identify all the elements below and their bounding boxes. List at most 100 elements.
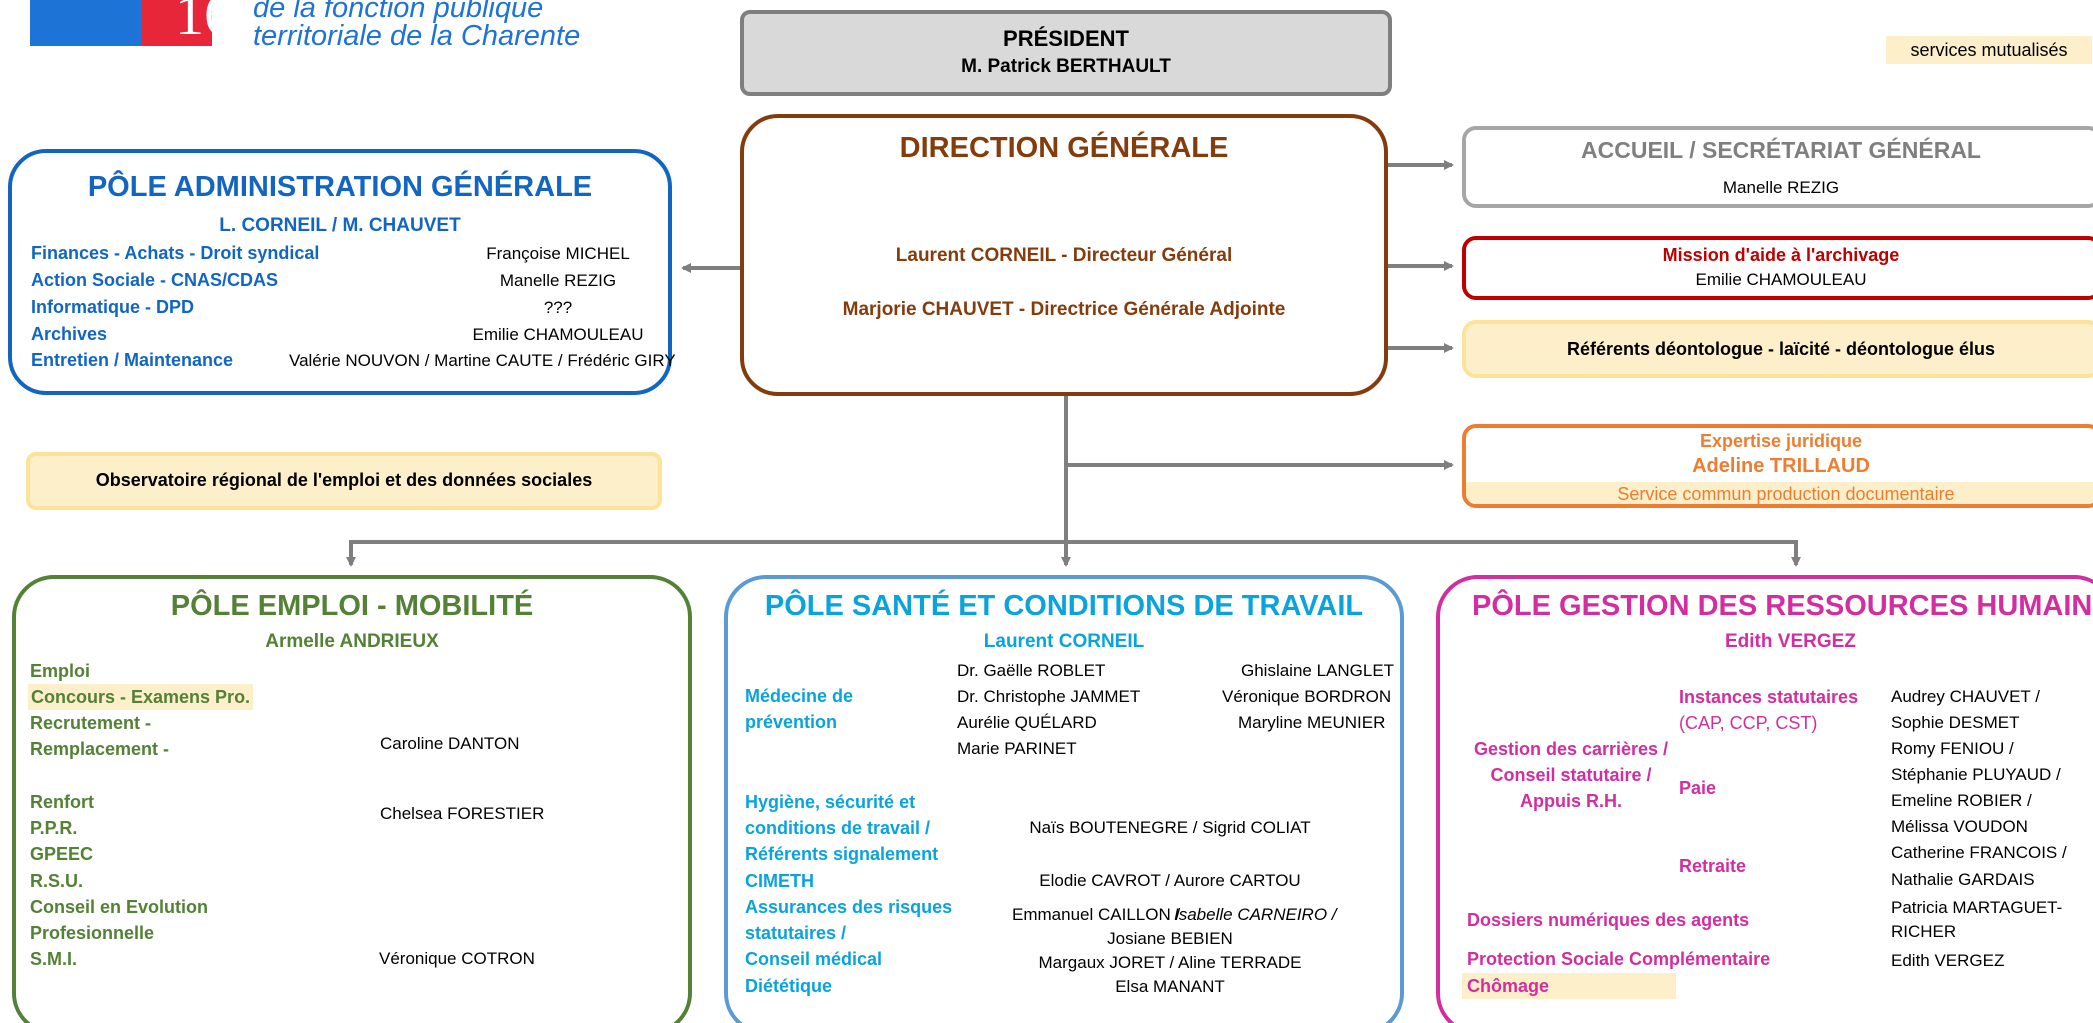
logo-number: 16 bbox=[175, 0, 233, 47]
emploi-name: Chelsea FORESTIER bbox=[380, 804, 545, 823]
logo-red-block bbox=[142, 0, 212, 46]
president-box: PRÉSIDENT M. Patrick BERTHAULT bbox=[740, 10, 1392, 96]
observatoire-box: Observatoire régional de l'emploi et des… bbox=[26, 452, 662, 510]
pole-admin-heads: L. CORNEIL / M. CHAUVET bbox=[219, 215, 461, 236]
emploi-item: R.S.U. bbox=[30, 871, 84, 891]
rh-gestion-label: Gestion des carrières / bbox=[1473, 739, 1669, 759]
sante-label: prévention bbox=[745, 712, 838, 732]
nurse-name: Ghislaine LANGLET bbox=[1241, 661, 1395, 680]
rh-name: RICHER bbox=[1891, 922, 1957, 941]
sante-label: CIMETH bbox=[745, 871, 814, 891]
nurse-name: Maryline MEUNIER bbox=[1238, 713, 1386, 732]
emploi-item: GPEEC bbox=[30, 844, 94, 864]
admin-row-value: Manelle REZIG bbox=[499, 271, 617, 290]
archivage-title: Mission d'aide à l'archivage bbox=[1662, 245, 1900, 265]
emploi-item: Emploi bbox=[30, 661, 91, 681]
referents-title: Référents déontologue - laïcité - déonto… bbox=[1566, 339, 1996, 359]
sante-name-italic: Isabelle CARNEIRO / bbox=[1174, 905, 1337, 924]
emploi-name: Caroline DANTON bbox=[380, 734, 520, 753]
pole-rh-title: PÔLE GESTION DES RESSOURCES HUMAINES bbox=[1472, 590, 2093, 622]
direction-title: DIRECTION GÉNÉRALE bbox=[899, 132, 1229, 164]
rh-name: Patricia MARTAGUET- bbox=[1891, 898, 2063, 917]
sante-label: Hygiène, sécurité et bbox=[745, 792, 916, 812]
president-name: M. Patrick BERTHAULT bbox=[961, 56, 1171, 77]
pole-sante-title: PÔLE SANTÉ ET CONDITIONS DE TRAVAIL bbox=[764, 590, 1364, 622]
rh-name: Nathalie GARDAIS bbox=[1891, 870, 2035, 889]
admin-row-value: Valérie NOUVON / Martine CAUTE / Frédéri… bbox=[289, 351, 676, 370]
observatoire-title: Observatoire régional de l'emploi et des… bbox=[95, 470, 593, 490]
sante-label: Diététique bbox=[745, 976, 833, 996]
nurse-name: Véronique BORDRON bbox=[1222, 687, 1392, 706]
rh-gestion-label: Appuis R.H. bbox=[1520, 791, 1622, 811]
juridique-service: Service commun production documentaire bbox=[1466, 482, 2093, 504]
sante-label: Médecine de bbox=[745, 686, 854, 706]
doctor-name: Marie PARINET bbox=[957, 739, 1077, 758]
services-mutualises-badge: services mutualisés bbox=[1886, 36, 2092, 64]
admin-row-label: Finances - Achats - Droit syndical bbox=[31, 243, 320, 263]
rh-retraite-label: Retraite bbox=[1679, 856, 1747, 876]
president-title: PRÉSIDENT bbox=[1003, 26, 1129, 51]
rh-name: Stéphanie PLUYAUD / bbox=[1891, 765, 2061, 784]
admin-row-label: Action Sociale - CNAS/CDAS bbox=[31, 270, 279, 290]
logo-text-line1: de la fonction publique bbox=[253, 0, 544, 24]
emploi-item: Renfort bbox=[30, 792, 94, 812]
rh-name: Sophie DESMET bbox=[1891, 713, 2020, 732]
direction-line2: Marjorie CHAUVET - Directrice Générale A… bbox=[842, 299, 1286, 320]
juridique-name: Adeline TRILLAUD bbox=[1692, 455, 1870, 477]
logo: 16 bbox=[30, 0, 233, 47]
sante-label: conditions de travail / bbox=[745, 818, 931, 838]
pole-emploi-head: Armelle ANDRIEUX bbox=[265, 631, 439, 652]
archivage-box: Mission d'aide à l'archivage Emilie CHAM… bbox=[1462, 236, 2093, 300]
sante-name: Josiane BEBIEN bbox=[1107, 929, 1233, 948]
pole-sante-box: PÔLE SANTÉ ET CONDITIONS DE TRAVAIL Laur… bbox=[724, 575, 1404, 1023]
pole-rh-box: PÔLE GESTION DES RESSOURCES HUMAINES Edi… bbox=[1436, 575, 2093, 1023]
emploi-item: Remplacement - bbox=[30, 739, 170, 759]
doctor-name: Dr. Gaëlle ROBLET bbox=[957, 661, 1106, 680]
emploi-item: Profesionnelle bbox=[30, 923, 155, 943]
sante-label: Référents signalement bbox=[745, 844, 939, 864]
pole-emploi-box: PÔLE EMPLOI - MOBILITÉ Armelle ANDRIEUX bbox=[12, 575, 692, 1023]
accueil-box: ACCUEIL / SECRÉTARIAT GÉNÉRAL Manelle RE… bbox=[1462, 126, 2093, 208]
rh-name: Edith VERGEZ bbox=[1891, 951, 2005, 970]
referents-box: Référents déontologue - laïcité - déonto… bbox=[1462, 320, 2093, 378]
juridique-box: Expertise juridique Adeline TRILLAUD Ser… bbox=[1462, 424, 2093, 508]
archivage-name: Emilie CHAMOULEAU bbox=[1695, 270, 1867, 289]
rh-dossiers-label: Dossiers numériques des agents bbox=[1467, 910, 1750, 930]
accueil-title: ACCUEIL / SECRÉTARIAT GÉNÉRAL bbox=[1581, 137, 1981, 163]
rh-name: Audrey CHAUVET / bbox=[1891, 687, 2040, 706]
doctor-name: Aurélie QUÉLARD bbox=[957, 713, 1097, 732]
sante-name: Margaux JORET / Aline TERRADE bbox=[1038, 953, 1302, 972]
juridique-title: Expertise juridique bbox=[1699, 431, 1863, 451]
admin-row-label: Informatique - DPD bbox=[31, 297, 195, 317]
admin-row-label: Entretien / Maintenance bbox=[31, 350, 234, 370]
rh-name: Catherine FRANCOIS / bbox=[1891, 843, 2067, 862]
admin-row-value: Françoise MICHEL bbox=[486, 244, 630, 263]
rh-paie-label: Paie bbox=[1679, 778, 1717, 798]
rh-gestion-label: Conseil statutaire / bbox=[1490, 765, 1652, 785]
direction-line1: Laurent CORNEIL - Directeur Général bbox=[895, 245, 1233, 266]
logo-blue-block bbox=[30, 0, 142, 46]
rh-name: Mélissa VOUDON bbox=[1891, 817, 2028, 836]
sante-name: Naïs BOUTENEGRE / Sigrid COLIAT bbox=[1029, 818, 1311, 837]
pole-admin-title: PÔLE ADMINISTRATION GÉNÉRALE bbox=[87, 171, 593, 203]
sante-name: Emmanuel CAILLON / bbox=[1012, 905, 1181, 924]
pole-sante-head: Laurent CORNEIL bbox=[983, 631, 1145, 652]
admin-row-value: ??? bbox=[543, 298, 573, 317]
logo-text-line2: territoriale de la Charente bbox=[253, 20, 581, 52]
rh-protection-label: Protection Sociale Complémentaire bbox=[1467, 949, 1771, 969]
pole-rh-head: Edith VERGEZ bbox=[1725, 631, 1856, 652]
pole-emploi-title: PÔLE EMPLOI - MOBILITÉ bbox=[170, 590, 534, 622]
emploi-item-highlighted: Concours - Examens Pro. bbox=[28, 684, 254, 710]
emploi-item: P.P.R. bbox=[30, 818, 78, 838]
sante-name: Elodie CAVROT / Aurore CARTOU bbox=[1039, 871, 1301, 890]
admin-row-value: Emilie CHAMOULEAU bbox=[472, 325, 644, 344]
accueil-name: Manelle REZIG bbox=[1722, 178, 1840, 197]
direction-generale-box: DIRECTION GÉNÉRALE Laurent CORNEIL - Dir… bbox=[740, 114, 1388, 396]
sante-label: Conseil médical bbox=[745, 949, 883, 969]
emploi-item: S.M.I. bbox=[30, 949, 78, 969]
rh-chomage-label: Chômage bbox=[1462, 973, 1676, 999]
emploi-name: Véronique COTRON bbox=[379, 949, 535, 968]
rh-instances-sub: (CAP, CCP, CST) bbox=[1679, 713, 1818, 733]
rh-name: Romy FENIOU / bbox=[1891, 739, 2014, 758]
